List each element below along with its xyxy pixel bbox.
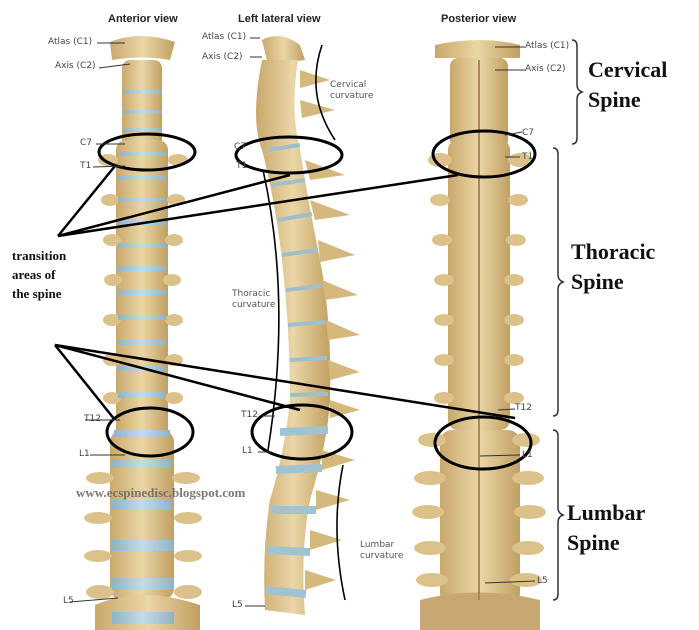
- posterior-c7-label: C7: [522, 128, 535, 138]
- lateral-view-title: Left lateral view: [238, 13, 321, 25]
- lateral-axis-label: Axis (C2): [202, 52, 243, 62]
- anterior-t12-label: T12: [84, 414, 101, 424]
- lateral-l1-label: L1: [242, 446, 253, 456]
- cervical-curvature-label: Cervical curvature: [330, 80, 374, 101]
- anterior-spine: [84, 36, 202, 630]
- lateral-c7-label: C7: [234, 142, 247, 152]
- posterior-view-title: Posterior view: [441, 13, 517, 25]
- posterior-l5-label: L5: [537, 576, 548, 586]
- anterior-t1-label: T1: [80, 161, 92, 171]
- cervical-spine-heading: Cervical Spine: [588, 57, 668, 112]
- anterior-l1-label: L1: [79, 449, 90, 459]
- anterior-atlas-label: Atlas (C1): [48, 37, 93, 47]
- posterior-t12-label: T12: [515, 403, 532, 413]
- posterior-spine: [412, 40, 546, 630]
- thoracic-curvature-label: Thoracic curvature: [232, 289, 276, 310]
- region-brackets: [552, 39, 585, 601]
- thoracic-spine-heading: Thoracic Spine: [571, 239, 656, 294]
- lateral-atlas-label: Atlas (C1): [202, 32, 247, 42]
- lumbar-spine-heading: Lumbar Spine: [567, 500, 646, 555]
- posterior-l1-label: L1: [522, 450, 533, 460]
- label-leaders: [69, 37, 536, 607]
- transition-areas-annotation: transition areas of the spine: [12, 248, 67, 301]
- anterior-axis-label: Axis (C2): [55, 61, 96, 71]
- posterior-t1-label: T1: [522, 152, 534, 162]
- annotation-pointers: [54, 165, 516, 421]
- transition-ellipses: [97, 129, 537, 471]
- posterior-axis-label: Axis (C2): [525, 64, 566, 74]
- anterior-view-title: Anterior view: [108, 13, 178, 25]
- posterior-atlas-label: Atlas (C1): [525, 41, 570, 51]
- anterior-c7-label: C7: [80, 138, 93, 148]
- lumbar-curvature-label: Lumbar curvature: [360, 540, 404, 561]
- lateral-spine: [256, 36, 360, 615]
- anterior-l5-label: L5: [63, 596, 74, 606]
- lateral-l5-label: L5: [232, 600, 243, 610]
- watermark: www.ecspinedisc.blogspot.com: [76, 485, 246, 500]
- lateral-t12-label: T12: [241, 410, 258, 420]
- lateral-t1-label: T1: [236, 161, 248, 171]
